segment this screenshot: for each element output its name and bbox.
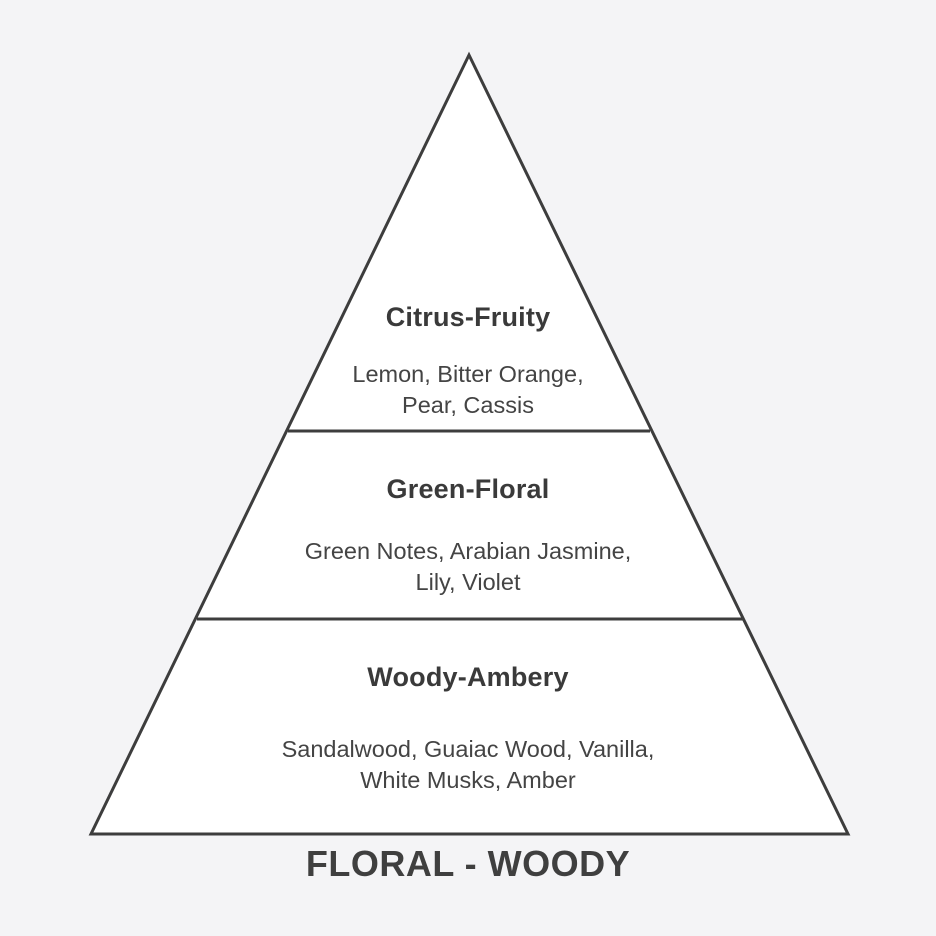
tier-middle-notes-line2: Lily, Violet — [415, 569, 521, 595]
tier-top-notes: Lemon, Bitter Orange, Pear, Cassis — [0, 359, 936, 421]
pyramid-outline — [88, 51, 851, 836]
tier-bottom-title: Woody-Ambery — [367, 662, 569, 692]
fragrance-family-title: FLORAL - WOODY — [305, 843, 631, 884]
tier-top-title: Citrus-Fruity — [385, 302, 551, 332]
tier-middle-title: Green-Floral — [386, 474, 550, 504]
tier-bottom-notes-line2: White Musks, Amber — [360, 767, 576, 793]
tier-top-notes-line2: Pear, Cassis — [402, 392, 534, 418]
tier-middle-notes-line1: Green Notes, Arabian Jasmine, — [304, 538, 632, 564]
tier-bottom-notes: Sandalwood, Guaiac Wood, Vanilla, White … — [0, 734, 936, 796]
tier-top-notes-line1: Lemon, Bitter Orange, — [352, 361, 584, 387]
tier-middle-notes: Green Notes, Arabian Jasmine, Lily, Viol… — [0, 536, 936, 598]
tier-bottom-notes-line1: Sandalwood, Guaiac Wood, Vanilla, — [281, 736, 655, 762]
